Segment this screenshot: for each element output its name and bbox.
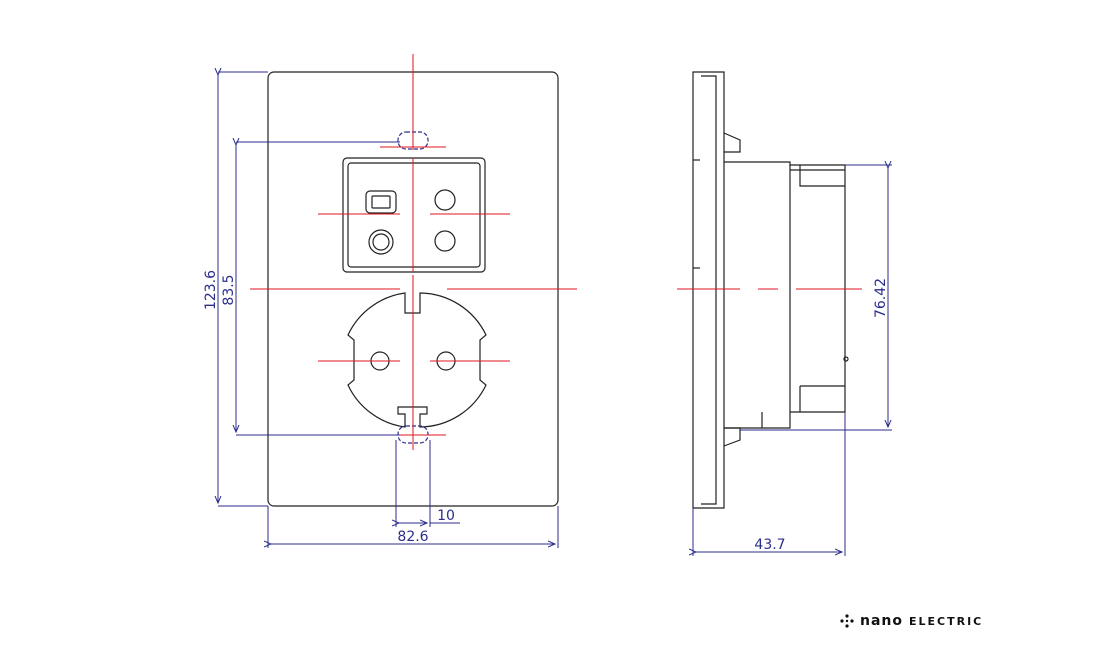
upper-module-outline (342, 157, 486, 273)
module-led-window (365, 190, 397, 214)
side-plate-profile (692, 71, 725, 509)
front-centerlines (250, 54, 577, 450)
side-view (692, 71, 849, 509)
brand-logo: nano electric (840, 613, 983, 629)
side-clip-bottom (723, 427, 741, 447)
dim-pin-spacing: 10 (437, 508, 455, 524)
module-hole-top-right (434, 189, 456, 211)
module-jack-hole (368, 229, 394, 255)
dim-side-depth: 43.7 (754, 537, 785, 553)
front-dimensions (218, 72, 559, 548)
brand-suffix: electric (909, 614, 984, 628)
side-plate-bevel (701, 75, 717, 505)
side-body-notch-top (799, 165, 845, 187)
dim-side-height: 76.42 (873, 278, 889, 318)
nano-dots-icon (840, 614, 854, 628)
side-body-outline (724, 161, 846, 429)
module-jack-inner (372, 233, 390, 251)
module-led-inner (371, 195, 391, 209)
dim-front-height-inner: 83.5 (221, 274, 237, 305)
module-hole-bottom-right (434, 230, 456, 252)
upper-module-inner (347, 162, 481, 268)
dim-front-height-outer: 123.6 (203, 270, 219, 310)
side-body-notch-bottom (799, 385, 845, 412)
side-dimensions (693, 165, 892, 556)
side-clip-top (723, 132, 741, 153)
schuko-socket-outline (347, 292, 487, 428)
brand-name: nano (860, 613, 903, 629)
dim-front-width: 82.6 (397, 529, 428, 545)
